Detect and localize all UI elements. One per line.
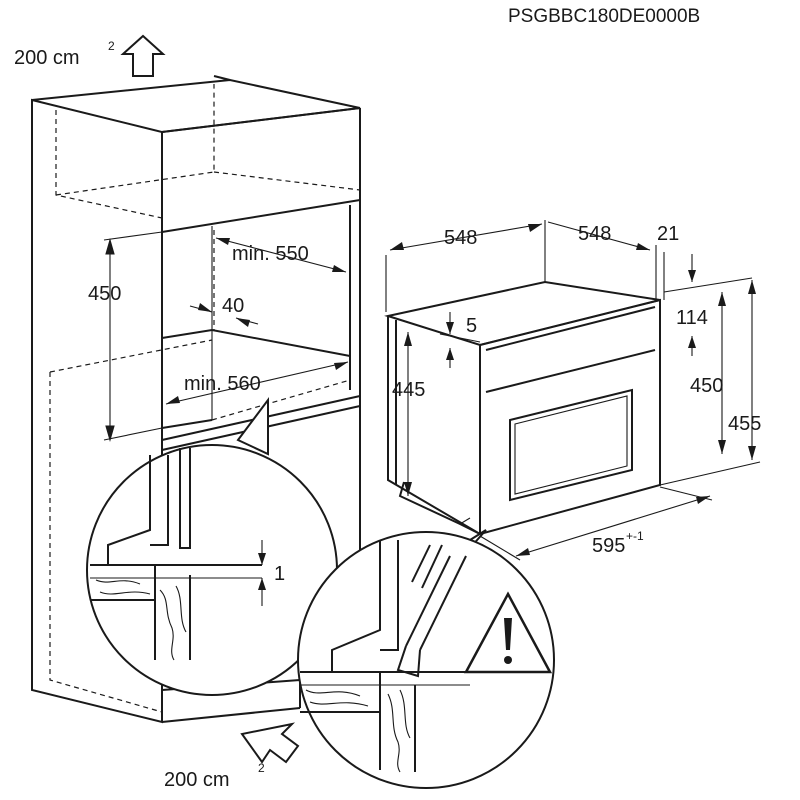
up-diagonal-arrow-icon — [240, 722, 300, 764]
arrow-head — [334, 362, 348, 370]
cabinet-height-label: 450 — [88, 283, 121, 305]
front-depth-label: 21 — [657, 223, 679, 245]
arrow-head — [528, 224, 542, 232]
cabinet-dimensions: 450 min. 550 40 min. 560 — [88, 231, 349, 443]
top-vent-value: 200 cm — [14, 47, 80, 69]
oven-total-height-label: 455 — [728, 413, 761, 435]
arrow-head — [696, 496, 710, 504]
arrow-head — [216, 238, 230, 245]
oven-front-height-label: 450 — [690, 375, 723, 397]
arrow-head — [718, 440, 726, 454]
top-ventilation-label: 200 cm 2 — [14, 39, 115, 69]
arrow-head — [258, 578, 266, 590]
arrow-head — [236, 318, 250, 327]
top-vent-exponent: 2 — [108, 39, 115, 53]
detail-circle-right — [297, 529, 555, 789]
cabinet-gap-label: 40 — [222, 295, 244, 317]
arrow-head — [404, 482, 412, 496]
arrow-head — [198, 303, 212, 312]
control-panel-height-label: 114 — [676, 307, 708, 329]
detail-circle-left: 1 — [86, 397, 338, 696]
arrow-head — [688, 270, 696, 282]
bottom-vent-exponent: 2 — [258, 761, 265, 775]
arrow-head — [516, 548, 530, 556]
arrow-head — [748, 280, 756, 294]
document-code: PSGBBC180DE0000B — [508, 6, 700, 27]
gap-5-label: 5 — [466, 315, 477, 337]
oven-width-label: 595 — [592, 535, 625, 557]
arrow-head — [688, 336, 696, 348]
bottom-vent-value: 200 cm — [164, 769, 230, 791]
oven-body-height-label: 445 — [392, 379, 425, 401]
oven-width-tolerance: +-1 — [626, 529, 644, 543]
arrow-head — [748, 446, 756, 460]
arrow-head — [332, 265, 346, 272]
oven-dimensions: 548 548 21 5 445 114 450 — [385, 220, 761, 561]
bottom-ventilation-label: 200 cm 2 — [164, 761, 265, 791]
arrow-head — [166, 396, 180, 404]
arrow-head — [718, 292, 726, 306]
warning-triangle-icon — [463, 591, 553, 674]
arrow-head — [636, 243, 650, 250]
arrow-head — [390, 242, 404, 250]
oven-depth-label-right: 548 — [578, 223, 611, 245]
arrow-head — [404, 332, 412, 346]
clearance-gap-label: 1 — [274, 563, 285, 585]
cabinet-depth-label: min. 550 — [232, 243, 309, 265]
arrow-head — [446, 348, 454, 360]
cabinet-width-label: min. 560 — [184, 373, 261, 395]
arrow-head — [258, 553, 266, 565]
up-arrow-icon — [120, 34, 166, 77]
oven-depth-label-left: 548 — [444, 227, 477, 249]
built-in-oven — [384, 280, 661, 536]
arrow-head — [446, 322, 454, 334]
